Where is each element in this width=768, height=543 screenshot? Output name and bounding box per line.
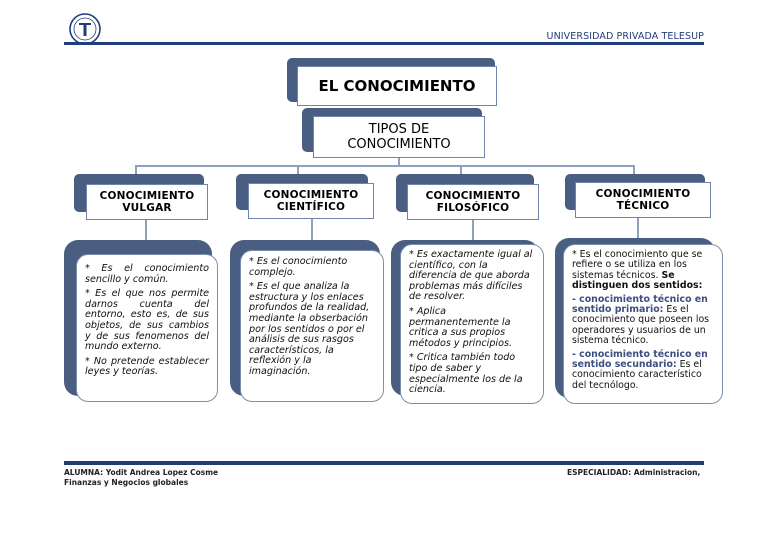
connector-drop-4 xyxy=(633,165,635,175)
panel-text: Es el conocimiento que poseen los operad… xyxy=(572,304,710,347)
diagram-title: EL CONOCIMIENTO xyxy=(297,66,497,106)
subtitle-line-2: CONOCIMIENTO xyxy=(347,137,451,152)
diagram-subtitle: TIPOS DE CONOCIMIENTO xyxy=(313,116,485,158)
category-label: CONOCIMIENTO xyxy=(425,189,521,202)
panel-text: * Es el conocimiento complejo. xyxy=(249,256,348,278)
category-label: CONOCIMIENTO xyxy=(263,188,359,201)
university-name: UNIVERSIDAD PRIVADA TELESUP xyxy=(546,31,704,42)
footer-student: ALUMNA: Yodit Andrea Lopez Cosme Finanza… xyxy=(64,468,218,488)
panel-filosofico: * Es exactamente igual al científico, co… xyxy=(400,244,544,404)
category-label: CIENTÍFICO xyxy=(276,201,346,213)
connector-horizontal xyxy=(135,165,635,167)
connector-drop-1 xyxy=(135,165,137,175)
specialty-label: ESPECIALIDAD: xyxy=(567,468,632,477)
connector-drop-3 xyxy=(460,165,462,175)
panel-text: * No pretende establecer leyes y teorías… xyxy=(85,355,209,378)
panel-cientifico: * Es el conocimiento complejo. * Es el q… xyxy=(240,250,384,402)
connector-drop-2 xyxy=(297,165,299,175)
category-cientifico: CONOCIMIENTO CIENTÍFICO xyxy=(248,183,374,219)
panel-text: * Es el conocimiento que se refiere o se… xyxy=(572,249,703,281)
diagram-title-text: EL CONOCIMIENTO xyxy=(318,77,476,95)
student-label: ALUMNA: xyxy=(64,468,104,477)
category-filosofico: CONOCIMIENTO FILOSÓFICO xyxy=(407,184,539,220)
student-name: Yodit Andrea Lopez Cosme xyxy=(105,468,219,477)
panel-text: * Es el que nos permite darnos cuenta de… xyxy=(85,288,209,353)
panel-subheading: - conocimiento técnico en sentido primar… xyxy=(572,293,708,316)
connector-cat-2 xyxy=(311,216,313,240)
panel-text: Es el conocimiento característico del te… xyxy=(572,359,702,391)
category-label: VULGAR xyxy=(122,202,172,214)
header-rule xyxy=(64,42,704,45)
category-label: TÉCNICO xyxy=(616,200,670,212)
connector-cat-1 xyxy=(145,218,147,242)
subtitle-line-1: TIPOS DE xyxy=(368,122,430,137)
footer-rule xyxy=(64,461,704,465)
panel-vulgar: * Es el conocimiento sencillo y común. *… xyxy=(76,254,218,402)
panel-emphasis: Se distinguen dos sentidos: xyxy=(572,269,703,292)
connector-trunk xyxy=(398,158,400,166)
panel-text: * Es exactamente igual al científico, co… xyxy=(409,249,533,303)
panel-text: * Es el conocimiento sencillo y común. xyxy=(85,263,209,285)
category-label: CONOCIMIENTO xyxy=(595,187,691,200)
connector-cat-3 xyxy=(472,219,474,241)
panel-text: * Es el que analiza la estructura y los … xyxy=(249,281,370,377)
specialty-value: Administracion, xyxy=(633,468,701,477)
category-vulgar: CONOCIMIENTO VULGAR xyxy=(86,184,208,220)
category-label: FILOSÓFICO xyxy=(436,202,510,214)
category-tecnico: CONOCIMIENTO TÉCNICO xyxy=(575,182,711,218)
university-seal-icon xyxy=(66,12,104,46)
panel-subheading: - conocimiento técnico en sentido secund… xyxy=(572,348,708,371)
connector-cat-4 xyxy=(637,216,639,240)
panel-text: * Critica también todo tipo de saber y e… xyxy=(409,352,523,396)
category-label: CONOCIMIENTO xyxy=(99,189,195,202)
panel-tecnico: * Es el conocimiento que se refiere o se… xyxy=(563,244,723,404)
footer-specialty: ESPECIALIDAD: Administracion, xyxy=(567,468,700,478)
panel-text: * Aplica permanentemente la critica a su… xyxy=(409,305,513,349)
student-career: Finanzas y Negocios globales xyxy=(64,478,189,487)
